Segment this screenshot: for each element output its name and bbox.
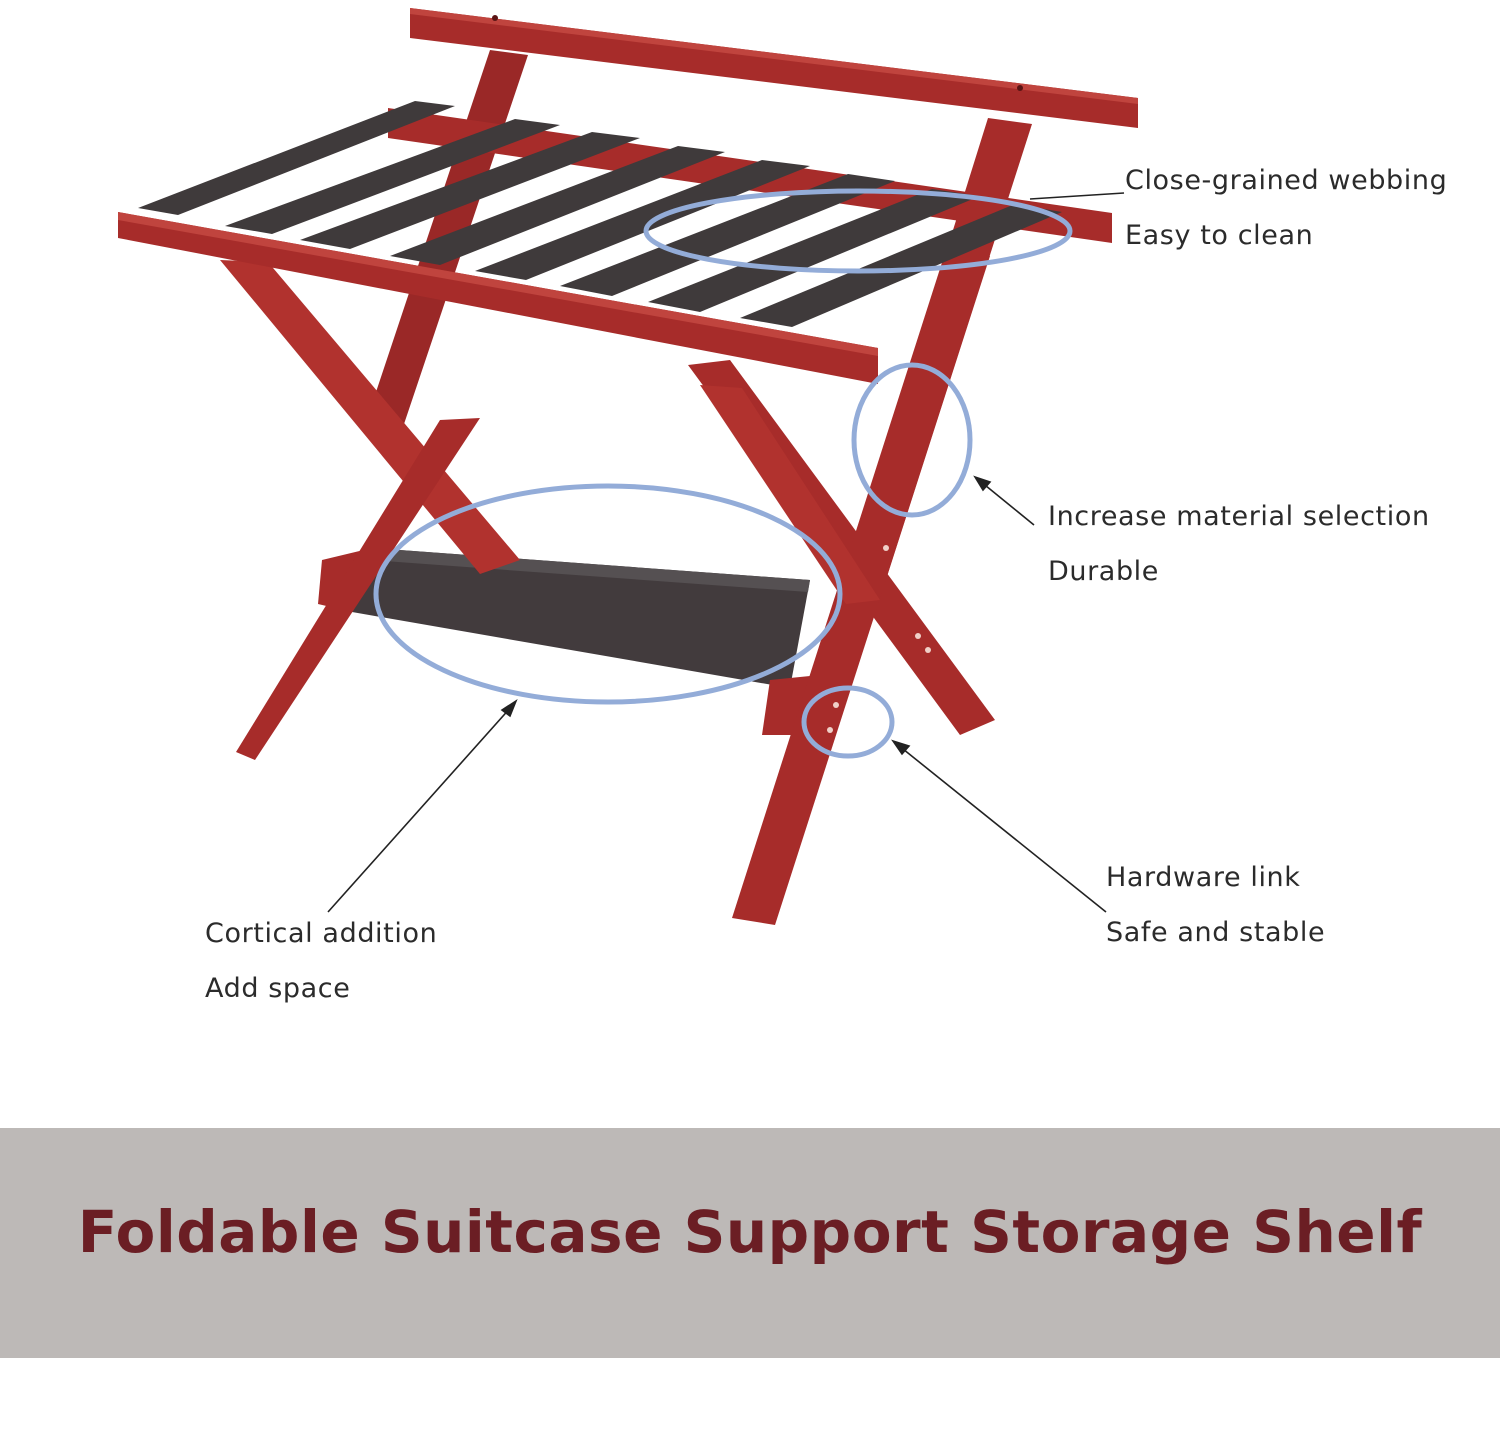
leader-lines [327, 192, 1125, 913]
webbing-callout-circle [643, 188, 1073, 274]
webbing-straps [138, 101, 1062, 327]
material-callout-subtitle: Durable [1048, 556, 1160, 587]
luggage-rack-illustration [118, 8, 1138, 925]
cortical-callout-subtitle: Add space [205, 973, 351, 1004]
hardware-callout-title: Hardware link [1106, 862, 1301, 893]
back-rail [410, 8, 1138, 128]
cortical-callout-title: Cortical addition [205, 918, 438, 949]
front-legs [220, 250, 990, 925]
material-callout-circle [851, 362, 973, 518]
shelf-callout-circle [373, 483, 843, 705]
webbing-callout-title: Close-grained webbing [1125, 165, 1448, 196]
material-callout-title: Increase material selection [1048, 501, 1430, 532]
title-banner: Foldable Suitcase Support Storage Shelf [0, 1128, 1500, 1358]
hardware-callout-circle [801, 685, 895, 759]
webbing-callout-subtitle: Easy to clean [1125, 220, 1314, 251]
hardware-callout-subtitle: Safe and stable [1106, 917, 1326, 948]
banner-title: Foldable Suitcase Support Storage Shelf [77, 1198, 1423, 1266]
callout-circles [373, 188, 1073, 759]
lower-shelf [318, 548, 810, 735]
